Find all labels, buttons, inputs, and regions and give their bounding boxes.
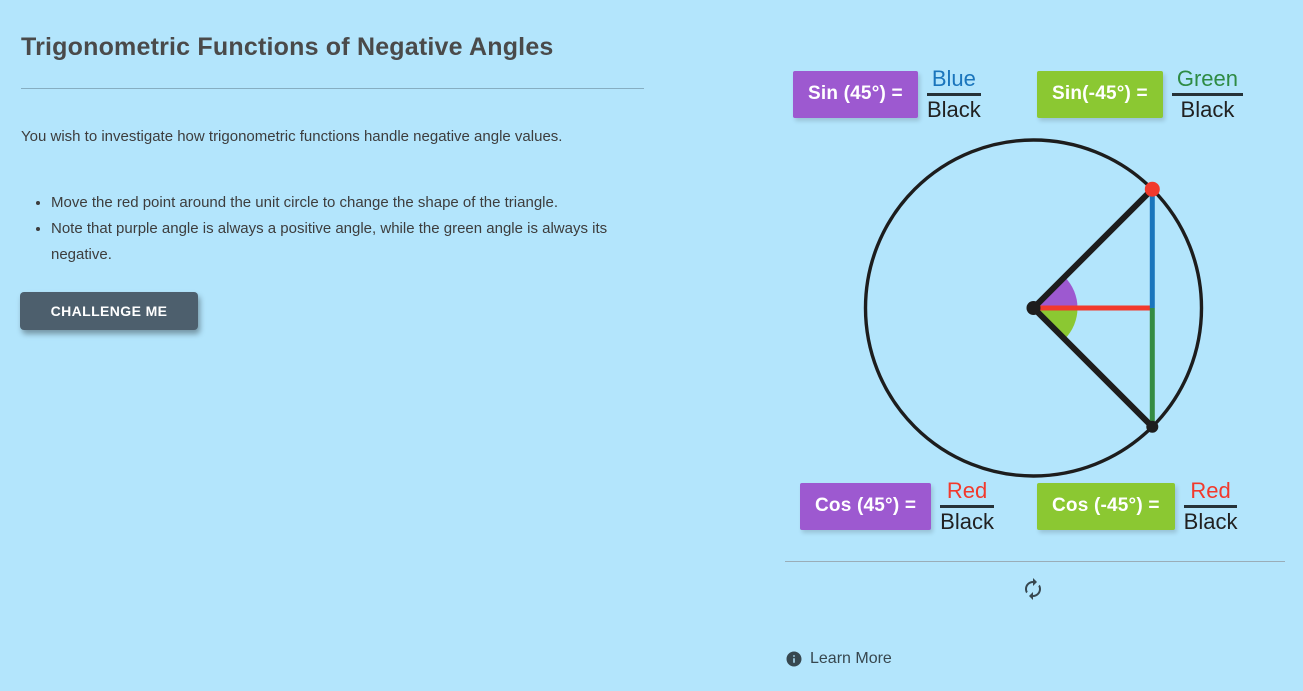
fraction-numerator: Red: [1183, 478, 1238, 508]
fraction-numerator: Blue: [926, 66, 981, 96]
instruction-item: Note that purple angle is always a posit…: [51, 216, 613, 268]
equation-cos-positive: Cos (45°) = Red Black: [800, 478, 994, 534]
radius-positive-angle: [1030, 186, 1156, 311]
equation-sin-positive: Sin (45°) = Blue Black: [793, 66, 981, 122]
sin-negative-badge: Sin(-45°) =: [1037, 70, 1163, 118]
equation-cos-negative: Cos (-45°) = Red Black: [1037, 478, 1238, 534]
reflected-point: [1146, 420, 1159, 433]
sin-positive-fraction: Blue Black: [926, 66, 981, 122]
refresh-icon: [1025, 578, 1041, 600]
radius-negative-angle: [1030, 305, 1156, 430]
page-title: Trigonometric Functions of Negative Angl…: [21, 33, 554, 61]
title-divider: [21, 88, 644, 89]
cos-negative-fraction: Red Black: [1183, 478, 1238, 534]
info-icon: [786, 651, 802, 667]
sin-positive-badge: Sin (45°) =: [793, 70, 918, 118]
fraction-denominator: Black: [1183, 508, 1238, 534]
instruction-item: Move the red point around the unit circl…: [51, 190, 613, 216]
learn-more-label: Learn More: [810, 650, 892, 667]
center-point: [1026, 301, 1041, 315]
equation-sin-negative: Sin(-45°) = Green Black: [1037, 66, 1244, 122]
fraction-denominator: Black: [926, 96, 981, 122]
fraction-numerator: Green: [1171, 66, 1244, 96]
fraction-denominator: Black: [1180, 96, 1235, 122]
panel-divider: [785, 561, 1285, 562]
fraction-denominator: Black: [940, 508, 994, 534]
instruction-list: Move the red point around the unit circl…: [21, 190, 613, 268]
refresh-button[interactable]: [1019, 575, 1047, 603]
intro-text: You wish to investigate how trigonometri…: [21, 128, 563, 145]
cos-negative-badge: Cos (-45°) =: [1037, 482, 1175, 530]
sin-negative-fraction: Green Black: [1171, 66, 1244, 122]
cos-positive-badge: Cos (45°) =: [800, 482, 932, 530]
challenge-me-button[interactable]: CHALLENGE ME: [20, 292, 198, 330]
unit-circle-diagram: [863, 138, 1204, 478]
drag-point[interactable]: [1144, 181, 1160, 197]
cos-positive-fraction: Red Black: [940, 478, 994, 534]
unit-circle: [863, 138, 1204, 478]
learn-more-link[interactable]: Learn More: [785, 650, 892, 668]
fraction-numerator: Red: [940, 478, 994, 508]
